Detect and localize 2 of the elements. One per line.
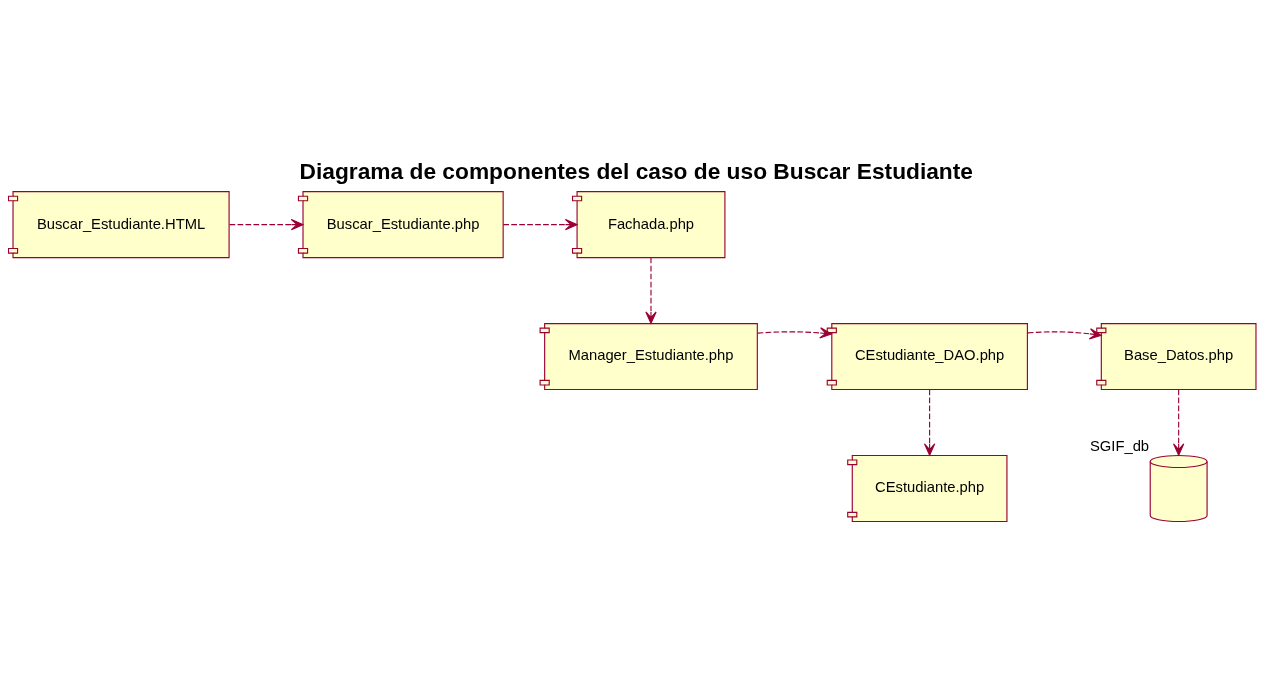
node-label: SGIF_db bbox=[1089, 437, 1150, 454]
diagram-title: Diagrama de componentes del caso de uso Buscar Estudiante bbox=[299, 157, 973, 184]
